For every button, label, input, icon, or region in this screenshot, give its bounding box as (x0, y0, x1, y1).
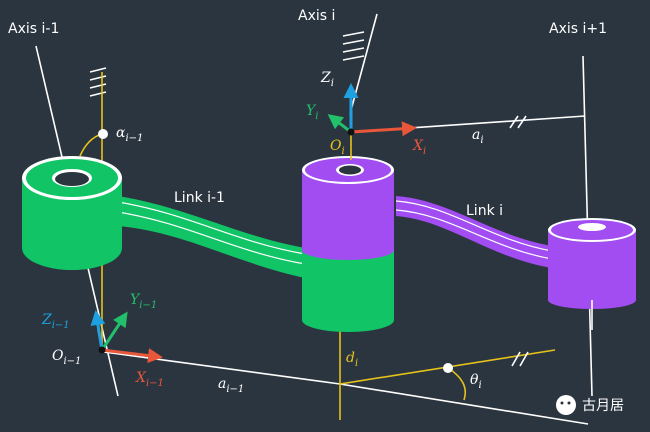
z-i-1-arrow (90, 310, 106, 351)
axis-i-plus-1-label: Axis i+1 (549, 21, 607, 37)
x-i-arrow (350, 121, 417, 137)
origin-i-dot (347, 128, 355, 136)
link-i (395, 196, 553, 268)
link-i-label: Link i (466, 203, 503, 219)
axis-hash-marks (89, 31, 527, 129)
x-i-label: Xi (412, 138, 426, 157)
y-i-arrow (327, 114, 352, 134)
link-i-1 (117, 196, 306, 278)
d-i-label: di (346, 350, 358, 369)
frame-i (327, 83, 417, 137)
a-i-label: ai (472, 127, 484, 146)
joint-i-1-cylinder (22, 156, 122, 270)
x-i-1-label: Xi−1 (135, 370, 164, 389)
y-i-1-arrow (100, 311, 128, 351)
alpha-label: αi−1 (116, 125, 143, 144)
origin-i-1-label: Oi−1 (52, 348, 81, 367)
theta-hash (511, 351, 529, 367)
frame-i-1 (90, 310, 163, 364)
z-i-1-label: Zi−1 (41, 312, 70, 331)
origin-i-1-dot (98, 346, 106, 354)
y-i-label: Yi (306, 103, 318, 122)
extension-line (339, 383, 589, 425)
theta-i-label: θi (470, 372, 482, 391)
alpha-dot (98, 129, 108, 139)
x-i-1-arrow (101, 348, 163, 364)
theta-dot (443, 363, 453, 373)
watermark-text: 古月居 (582, 398, 624, 414)
y-i-1-label: Yi−1 (130, 292, 157, 311)
a-i-1-label: ai−1 (218, 376, 244, 395)
axis-i-1-label: Axis i-1 (8, 21, 59, 37)
joint-i-cylinder (302, 156, 394, 332)
z-i-label: Zi (320, 70, 334, 89)
wechat-icon (556, 395, 576, 415)
link-i-1-label: Link i-1 (174, 190, 225, 206)
origin-i-label: Oi (330, 138, 345, 157)
joint-i-plus-1-cylinder (548, 218, 636, 309)
axis-i-label: Axis i (298, 8, 335, 24)
watermark: 古月居 (556, 395, 624, 415)
common-normal-i-1 (103, 351, 341, 385)
